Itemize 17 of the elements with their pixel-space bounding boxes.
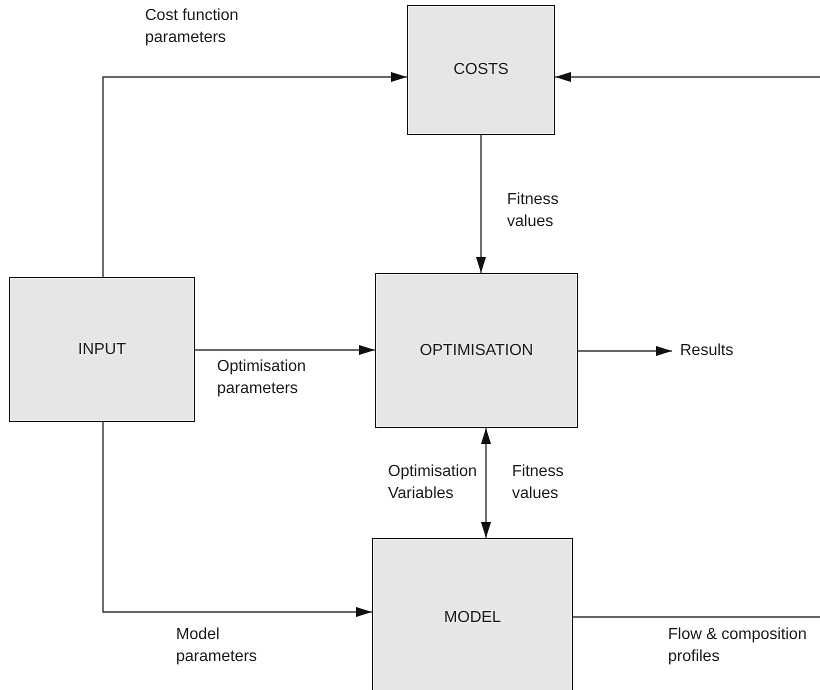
process-box bbox=[9, 277, 195, 422]
output-text: Results bbox=[680, 338, 770, 364]
arrow bbox=[578, 346, 672, 356]
arrow bbox=[476, 135, 486, 273]
process-box bbox=[375, 273, 578, 428]
arrow bbox=[481, 428, 491, 538]
box-label: COSTS bbox=[453, 61, 509, 79]
process-box bbox=[372, 538, 573, 690]
box-label: MODEL bbox=[444, 609, 501, 627]
process-box bbox=[407, 5, 555, 135]
arrow bbox=[102, 422, 372, 617]
box-label: OPTIMISATION bbox=[420, 342, 534, 360]
arrow bbox=[195, 345, 375, 355]
arrow bbox=[102, 72, 407, 277]
arrow bbox=[555, 72, 820, 82]
connector-line bbox=[573, 616, 820, 618]
box-label: INPUT bbox=[78, 340, 126, 358]
